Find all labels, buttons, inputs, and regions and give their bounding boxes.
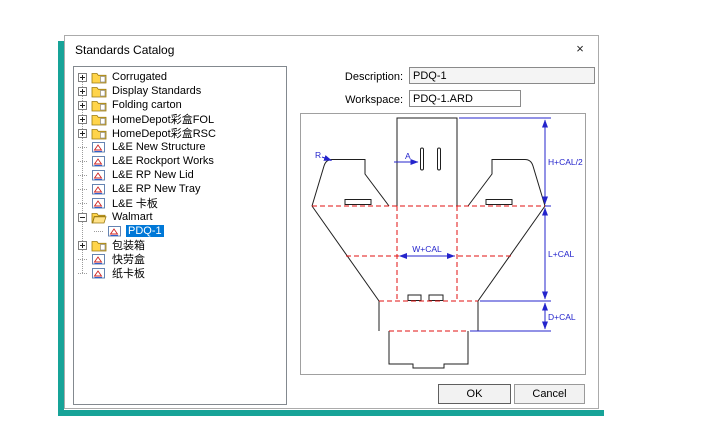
- window-title: Standards Catalog: [75, 43, 175, 57]
- close-button[interactable]: ×: [576, 41, 584, 56]
- folder-icon: [91, 99, 107, 112]
- ok-button[interactable]: OK: [438, 384, 511, 404]
- tree-expander-plus-icon[interactable]: [78, 86, 87, 96]
- tree-item-label[interactable]: HomeDepot彩盒FOL: [112, 114, 215, 126]
- dimension-label-w: W+CAL: [412, 244, 442, 254]
- folder-icon: [91, 71, 107, 84]
- tree-connector: [78, 199, 87, 208]
- tree-expander-plus-icon[interactable]: [78, 72, 87, 82]
- radius-label: R: [315, 150, 321, 160]
- dimension-label-h: H+CAL/2: [548, 157, 583, 167]
- tree-item-0[interactable]: Corrugated: [74, 70, 286, 84]
- preview-pane: R A H+CAL/2 W+CAL L+CAL D+CAL: [300, 113, 586, 375]
- tree-item-6[interactable]: L&E Rockport Works: [74, 154, 286, 168]
- tree-expander-minus-icon[interactable]: [78, 212, 87, 222]
- description-label: Description:: [344, 71, 403, 83]
- tree-expander-plus-icon[interactable]: [78, 240, 87, 250]
- tree-item-label[interactable]: 快劳盒: [112, 254, 145, 266]
- std-icon: [91, 197, 107, 210]
- tree-item-label[interactable]: Folding carton: [112, 99, 182, 111]
- folder-icon: [91, 127, 107, 140]
- tree-item-3[interactable]: HomeDepot彩盒FOL: [74, 112, 286, 126]
- folder-open-icon: [91, 211, 107, 224]
- tree-item-label[interactable]: PDQ-1: [126, 225, 164, 237]
- tree-expander-plus-icon[interactable]: [78, 114, 87, 124]
- tree-item-12[interactable]: 包装箱: [74, 238, 286, 252]
- tree-connector: [94, 227, 103, 236]
- folder-icon: [91, 239, 107, 252]
- tree-connector: [78, 171, 87, 180]
- std-icon: [91, 183, 107, 196]
- structure-drawing: R A H+CAL/2 W+CAL L+CAL D+CAL: [311, 117, 583, 369]
- std-icon: [91, 155, 107, 168]
- tree-item-label[interactable]: L&E 卡板: [112, 198, 158, 210]
- tree-item-13[interactable]: 快劳盒: [74, 252, 286, 266]
- tree-item-14[interactable]: 纸卡板: [74, 266, 286, 280]
- workspace-input[interactable]: [409, 90, 521, 107]
- tree-item-7[interactable]: L&E RP New Lid: [74, 168, 286, 182]
- tree-item-1[interactable]: Display Standards: [74, 84, 286, 98]
- tree-item-label[interactable]: 纸卡板: [112, 268, 145, 280]
- folder-icon: [91, 113, 107, 126]
- title-bar: Standards Catalog ×: [65, 36, 598, 62]
- dimension-lines: [321, 117, 551, 332]
- tree-item-label[interactable]: Display Standards: [112, 85, 202, 97]
- fold-lines: [312, 205, 545, 332]
- tree-item-label[interactable]: L&E Rockport Works: [112, 155, 214, 167]
- tree-connector: [78, 269, 87, 278]
- std-icon: [91, 267, 107, 280]
- tree-item-2[interactable]: Folding carton: [74, 98, 286, 112]
- tree-item-label[interactable]: Walmart: [112, 211, 153, 223]
- dimension-label-d: D+CAL: [548, 312, 576, 322]
- tree-item-label[interactable]: L&E RP New Lid: [112, 169, 194, 181]
- std-icon: [91, 253, 107, 266]
- cancel-button[interactable]: Cancel: [514, 384, 585, 404]
- tree-item-5[interactable]: L&E New Structure: [74, 140, 286, 154]
- tree-connector: [78, 157, 87, 166]
- tree-item-9[interactable]: L&E 卡板: [74, 196, 286, 210]
- workspace-label: Workspace:: [345, 94, 403, 106]
- tree-item-label[interactable]: Corrugated: [112, 71, 168, 83]
- std-icon: [91, 169, 107, 182]
- tree-item-label[interactable]: HomeDepot彩盒RSC: [112, 128, 216, 140]
- tree-item-4[interactable]: HomeDepot彩盒RSC: [74, 126, 286, 140]
- description-input[interactable]: [409, 67, 595, 84]
- tree-expander-plus-icon[interactable]: [78, 100, 87, 110]
- tree-item-label[interactable]: 包装箱: [112, 240, 145, 252]
- folder-icon: [91, 85, 107, 98]
- accent-edge-left: [58, 41, 64, 416]
- tree-expander-plus-icon[interactable]: [78, 128, 87, 138]
- tree-item-11[interactable]: PDQ-1: [74, 224, 286, 238]
- tree-item-label[interactable]: L&E New Structure: [112, 141, 206, 153]
- tree-connector: [78, 185, 87, 194]
- tree-item-10[interactable]: Walmart: [74, 210, 286, 224]
- tree-connector: [78, 255, 87, 264]
- std-icon: [107, 225, 123, 238]
- tree-item-8[interactable]: L&E RP New Tray: [74, 182, 286, 196]
- dimension-label-a: A: [405, 151, 411, 161]
- dimension-label-l: L+CAL: [548, 249, 574, 259]
- accent-edge-bottom: [58, 410, 604, 416]
- tree-connector: [78, 143, 87, 152]
- tree-item-label[interactable]: L&E RP New Tray: [112, 183, 201, 195]
- std-icon: [91, 141, 107, 154]
